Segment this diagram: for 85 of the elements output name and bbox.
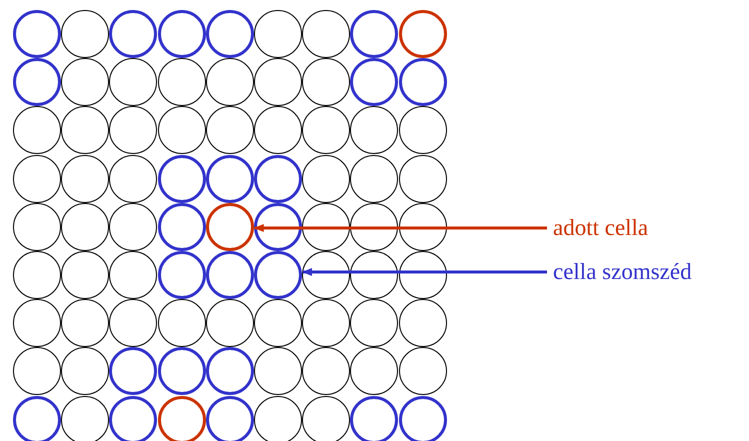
grid-cell-circle [158,202,206,251]
grid-cell-circle [302,299,350,348]
grid-cell-circle [254,154,302,203]
grid-cell-circle [109,58,158,106]
leader-arrow [302,268,547,276]
grid-cell-circle [13,396,61,441]
callout-label: adott cella [553,215,648,241]
grid-cell-circle [254,347,302,396]
grid-cell-circle [350,299,398,348]
grid-cell-circle [398,58,447,106]
grid-cell-circle [350,154,398,203]
grid-cell-circle [109,347,158,396]
grid-cell-circle [158,347,206,396]
callout-label: cella szomszéd [553,259,692,285]
grid-cell-circle [254,58,302,106]
grid-cell-circle [398,10,447,58]
grid-cell-circle [158,154,206,203]
grid-cell-circle [302,106,350,154]
grid-cell-circle [350,58,398,106]
grid-cell-circle [398,154,447,203]
grid-cell-circle [254,106,302,154]
grid-cell-circle [398,106,447,154]
grid-cell-circle [350,106,398,154]
grid-cell-circle [109,106,158,154]
grid-cell-circle [206,299,254,348]
grid-cell-circle [13,202,61,251]
grid-cell-circle [109,396,158,441]
grid-cell-circle [350,251,398,299]
grid-cell-circle [398,251,447,299]
grid-cell-circle [206,347,254,396]
grid-cell-circle [206,10,254,58]
grid-cell-circle [206,106,254,154]
grid-cell-circle [13,347,61,396]
grid-cell-circle [61,202,110,251]
grid-cell-circle [61,251,110,299]
grid-cell-circle [302,396,350,441]
grid-cell-circle [302,347,350,396]
grid-cell-circle [61,299,110,348]
grid-cell-circle [350,396,398,441]
grid-cell-circle [206,58,254,106]
grid-cell-circle [302,202,350,251]
leader-arrow [254,224,547,232]
grid-cell-circle [398,299,447,348]
grid-cell-circle [61,106,110,154]
grid-cell-circle [206,202,254,251]
grid-cell-circle [158,106,206,154]
grid-cell-circle [109,251,158,299]
grid-cell-circle [350,10,398,58]
grid-cell-circle [158,58,206,106]
grid-cell-circle [350,202,398,251]
grid-cell-circle [61,154,110,203]
grid-cell-circle [302,58,350,106]
grid-cell-circle [13,106,61,154]
grid-cell-circle [109,202,158,251]
grid-cell-circle [254,251,302,299]
grid-cell-circle [158,10,206,58]
grid-cell-circle [13,299,61,348]
grid-cell-circle [206,396,254,441]
grid-cell-circle [350,347,398,396]
grid-cell-circle [398,202,447,251]
grid-cell-circle [109,299,158,348]
grid-cell-circle [398,396,447,441]
grid-cell-circle [13,154,61,203]
grid-cell-circle [109,10,158,58]
grid-cell-circle [61,347,110,396]
grid-cell-circle [13,251,61,299]
grid-cell-circle [158,251,206,299]
grid-cell-circle [61,10,110,58]
grid-cell-circle [254,396,302,441]
grid-cell-circle [13,10,61,58]
grid-cell-circle [254,299,302,348]
grid-cell-circle [398,347,447,396]
grid-cell-circle [254,10,302,58]
grid-cell-circle [206,251,254,299]
grid-cell-circle [158,396,206,441]
grid-cell-circle [302,154,350,203]
grid-cell-circle [109,154,158,203]
grid-cell-circle [61,396,110,441]
grid-cell-circle [302,10,350,58]
grid-cell-circle [158,299,206,348]
grid-cell-circle [254,202,302,251]
grid-cell-circle [13,58,61,106]
grid-cell-circle [61,58,110,106]
grid-cell-circle [302,251,350,299]
grid-cell-circle [206,154,254,203]
